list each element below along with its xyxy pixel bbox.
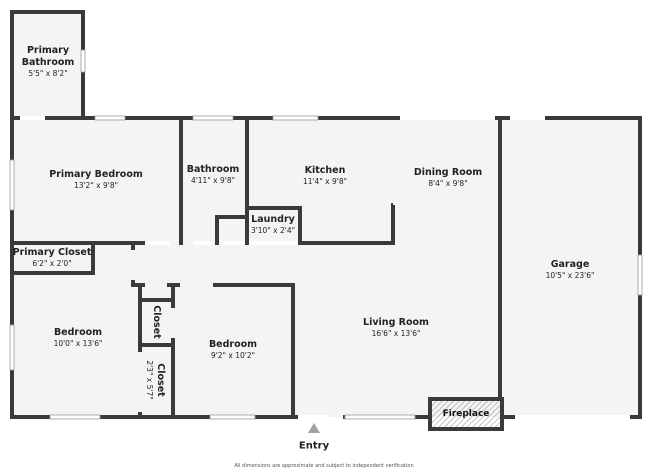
door-openings <box>20 116 630 419</box>
room-closet-1: Closet <box>151 305 162 339</box>
fireplace-label: Fireplace <box>442 409 490 419</box>
floors <box>10 10 640 417</box>
windows <box>9 49 643 420</box>
entry-arrow-icon <box>308 423 320 433</box>
fireplace <box>428 397 504 431</box>
entry-label: Entry <box>298 440 330 452</box>
footnote: All dimensions are approximate and subje… <box>234 463 414 469</box>
